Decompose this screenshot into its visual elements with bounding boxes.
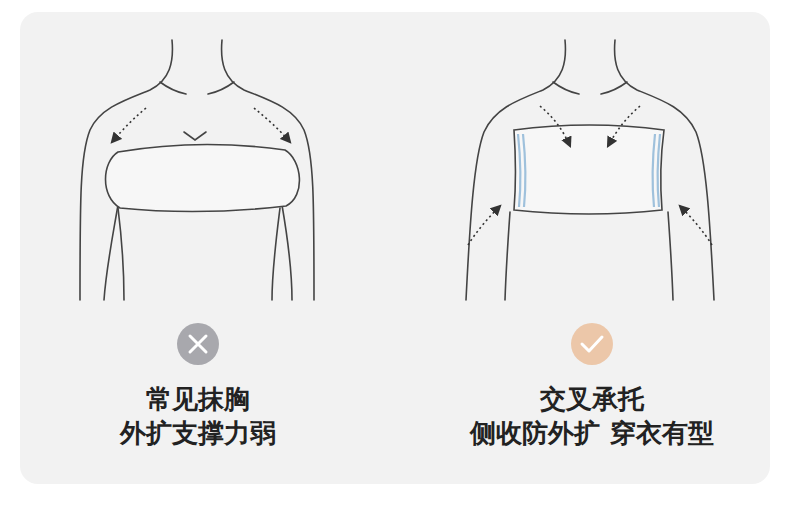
caption-text: 外扩支撑力弱 <box>120 418 276 449</box>
cross-icon <box>177 323 219 365</box>
caption-text: 常见抹胸 <box>146 384 250 415</box>
caption-text: 侧收防外扩 穿衣有型 <box>470 418 713 449</box>
lift-arrow <box>468 106 712 245</box>
panel <box>20 12 770 484</box>
caption-text: 交叉承托 <box>540 384 644 415</box>
side-support <box>518 134 660 207</box>
check-icon <box>571 323 613 365</box>
body-outline <box>80 40 314 300</box>
body-outline <box>466 40 714 300</box>
expansion-arrow <box>112 108 290 142</box>
